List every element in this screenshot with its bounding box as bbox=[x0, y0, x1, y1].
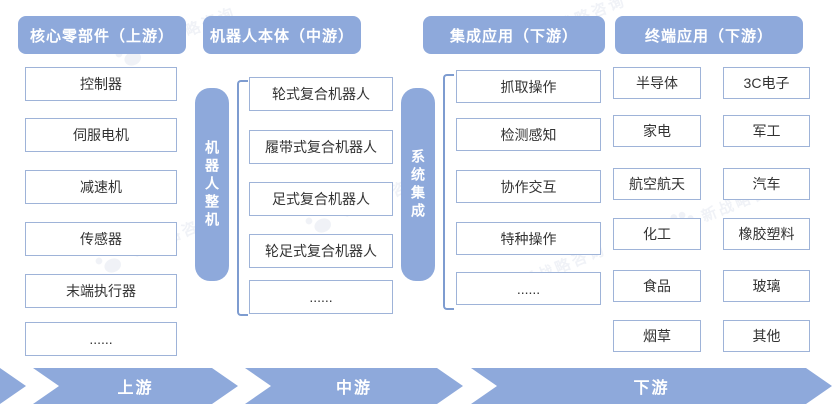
item-box: 橡胶塑料 bbox=[723, 218, 810, 250]
item-box: 末端执行器 bbox=[25, 274, 177, 308]
item-box: 3C电子 bbox=[723, 67, 810, 99]
item-box: 轮足式复合机器人 bbox=[249, 234, 393, 268]
item-box: 检测感知 bbox=[456, 118, 601, 151]
item-box: 足式复合机器人 bbox=[249, 182, 393, 216]
flow-arrow-midstream: 中游 bbox=[245, 368, 463, 404]
item-box: 履带式复合机器人 bbox=[249, 130, 393, 164]
column-header-robot-body: 机器人本体（中游） bbox=[203, 16, 361, 54]
flow-arrow-downstream: 下游 bbox=[471, 368, 832, 404]
item-box: 传感器 bbox=[25, 222, 177, 256]
item-box: 汽车 bbox=[723, 168, 810, 200]
column-header-integrated-application: 集成应用（下游） bbox=[423, 16, 605, 54]
column-header-terminal-application: 终端应用（下游） bbox=[615, 16, 803, 54]
item-box: 协作交互 bbox=[456, 170, 601, 203]
item-box: 伺服电机 bbox=[25, 118, 177, 152]
item-box: 化工 bbox=[613, 218, 701, 250]
item-box: 家电 bbox=[613, 115, 701, 147]
flow-arrow-upstream: 上游 bbox=[33, 368, 238, 404]
item-box: 半导体 bbox=[613, 67, 701, 99]
item-box: 其他 bbox=[723, 320, 810, 352]
item-box: 控制器 bbox=[25, 67, 177, 101]
item-box: ...... bbox=[25, 322, 177, 356]
chevron-tip-icon bbox=[0, 368, 26, 404]
item-box: 轮式复合机器人 bbox=[249, 77, 393, 111]
item-box: 烟草 bbox=[613, 320, 701, 352]
side-label-robot-complete-machine: 机器人整机 bbox=[195, 88, 229, 281]
group-bracket bbox=[237, 80, 248, 316]
item-box: 减速机 bbox=[25, 170, 177, 204]
item-box: ...... bbox=[249, 280, 393, 314]
item-box: 玻璃 bbox=[723, 270, 810, 302]
item-box: 特种操作 bbox=[456, 222, 601, 255]
item-box: 航空航天 bbox=[613, 168, 701, 200]
group-bracket bbox=[443, 74, 454, 310]
item-box: ...... bbox=[456, 272, 601, 305]
item-box: 抓取操作 bbox=[456, 70, 601, 103]
item-box: 军工 bbox=[723, 115, 810, 147]
item-box: 食品 bbox=[613, 270, 701, 302]
column-header-core-components: 核心零部件（上游） bbox=[18, 16, 186, 54]
side-label-system-integration: 系统集成 bbox=[401, 88, 435, 281]
